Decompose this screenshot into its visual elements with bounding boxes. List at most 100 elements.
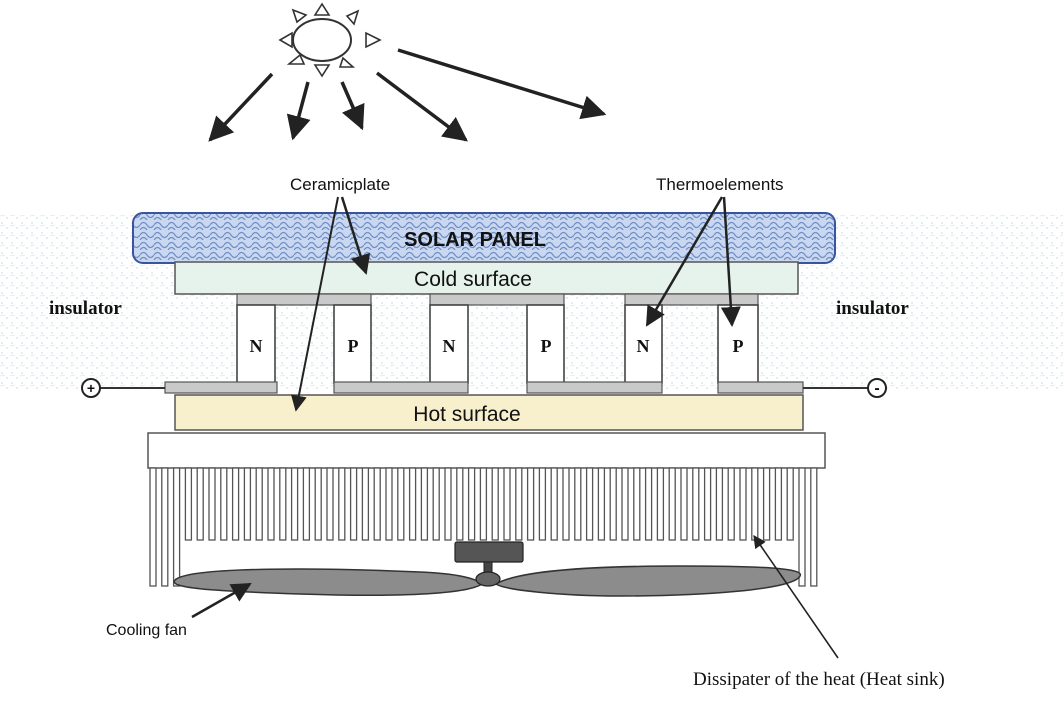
fan-hub <box>475 571 501 587</box>
bottom-conductors <box>164 381 804 394</box>
cooling-fan <box>173 541 801 597</box>
positive-terminal-label: + <box>87 380 95 396</box>
heat-sink-fin <box>220 467 228 541</box>
heat-sink-fin <box>290 467 299 541</box>
sun-ray <box>208 72 274 142</box>
hot-surface-label: Hot surface <box>413 403 520 426</box>
top-conductors <box>236 293 759 306</box>
heat-sink-fin <box>550 467 558 541</box>
heat-sink-fin <box>467 467 476 541</box>
sun-rays <box>208 48 607 142</box>
conductor-strip <box>236 293 372 306</box>
heat-sink-fin <box>538 467 547 541</box>
heat-sink-fin <box>656 467 665 541</box>
negative-terminal: - <box>803 378 887 398</box>
heat-sink-fin <box>385 467 393 541</box>
heat-sink-fin <box>727 467 735 541</box>
heat-sink-fin <box>503 467 511 541</box>
heat-sink-fin <box>373 467 381 541</box>
heat-sink-fin <box>597 467 606 541</box>
heat-sink-fin <box>326 467 334 541</box>
thermoelements-callout: Thermoelements <box>645 175 784 327</box>
conductor-strip <box>333 381 469 394</box>
heat-sink-fin <box>715 467 724 541</box>
leg-label: N <box>443 336 456 356</box>
heat-sink-fin <box>349 467 358 541</box>
heat-sink-fin <box>762 467 771 541</box>
fan-motor <box>454 541 524 563</box>
conductor-strip <box>624 293 759 306</box>
heat-sink-fin <box>420 467 429 541</box>
heat-sink-fin <box>231 467 240 541</box>
heat-sink-fin <box>751 467 759 541</box>
heat-sink-fin <box>633 467 641 541</box>
positive-terminal: + <box>81 378 165 398</box>
sun-ray <box>340 81 365 131</box>
heat-sink-fin <box>609 467 617 541</box>
heat-sink-fin <box>243 467 252 541</box>
heat-sink-fin <box>585 467 594 541</box>
cooling-fan-label: Cooling fan <box>106 622 187 639</box>
heat-sink-fin <box>444 467 452 541</box>
heat-sink-fin <box>338 467 346 541</box>
sun-ray <box>286 81 311 141</box>
heat-sink-fin <box>432 467 440 541</box>
heat-sink-fin <box>479 467 488 541</box>
leg-label: N <box>637 336 650 356</box>
heat-sink-fin <box>574 467 582 541</box>
solar-panel: SOLAR PANEL <box>132 212 836 264</box>
heat-sink-fin <box>161 467 169 587</box>
heat-sink-fin <box>774 467 783 541</box>
fan-blade-left <box>173 568 484 597</box>
heat-sink-fin <box>208 467 216 541</box>
ceramic-plate-callout: Ceramicplate <box>290 175 390 412</box>
heat-sink-fin <box>172 467 181 587</box>
sun-icon <box>278 2 382 78</box>
heat-sink-fin <box>408 467 417 541</box>
cold-surface-label: Cold surface <box>414 268 532 291</box>
heat-sink-fin <box>798 467 806 587</box>
heat-sink-fin <box>314 467 322 541</box>
hot-surface: Hot surface <box>174 394 804 431</box>
heat-sink-fin <box>515 467 523 541</box>
heat-sink-fin <box>810 467 818 587</box>
leg-p <box>526 304 565 384</box>
leg-label: P <box>733 336 744 356</box>
leg-label: P <box>348 336 359 356</box>
leg-n <box>236 304 276 384</box>
leg-p <box>333 304 372 384</box>
heat-sink-fin <box>786 467 794 541</box>
fan-blade-right <box>494 565 801 597</box>
heat-sink-fin <box>703 467 712 541</box>
conductor-strip <box>526 381 663 394</box>
heat-sink-fin <box>491 467 499 541</box>
heat-sink-fin <box>267 467 275 541</box>
heat-sink-fin <box>562 467 570 541</box>
heat-sink-fin <box>255 467 263 541</box>
heat-sink-fin <box>526 467 535 541</box>
heat-sink-fin <box>397 467 405 541</box>
conductor-strip <box>429 293 565 306</box>
heat-sink-fin <box>668 467 676 541</box>
heat-sink-fin <box>279 467 287 541</box>
heat-sink-fin <box>196 467 204 541</box>
sun-ray <box>397 48 607 120</box>
heat-sink-fin <box>644 467 653 541</box>
heat-sink-callout: Dissipater of the heat (Heat sink) <box>693 534 945 690</box>
leg-label: P <box>541 336 552 356</box>
heat-sink-fin <box>680 467 688 541</box>
cooling-fan-callout: Cooling fan <box>106 582 252 639</box>
leg-label: N <box>250 336 263 356</box>
heat-sink-fin <box>184 467 193 541</box>
ceramic-plate-label: Ceramicplate <box>290 175 390 194</box>
leg-labels: N P N P N P <box>250 336 744 356</box>
thermoelements-label: Thermoelements <box>656 175 784 194</box>
heat-sink-fin <box>302 467 311 541</box>
heat-sink-fin <box>692 467 700 541</box>
negative-terminal-label: - <box>874 380 879 397</box>
cold-surface: Cold surface <box>174 261 799 295</box>
insulator-left-label: insulator <box>49 298 122 319</box>
heat-sink-fin <box>621 467 629 541</box>
solar-panel-label: SOLAR PANEL <box>404 229 546 251</box>
insulator-right-label: insulator <box>836 298 909 319</box>
